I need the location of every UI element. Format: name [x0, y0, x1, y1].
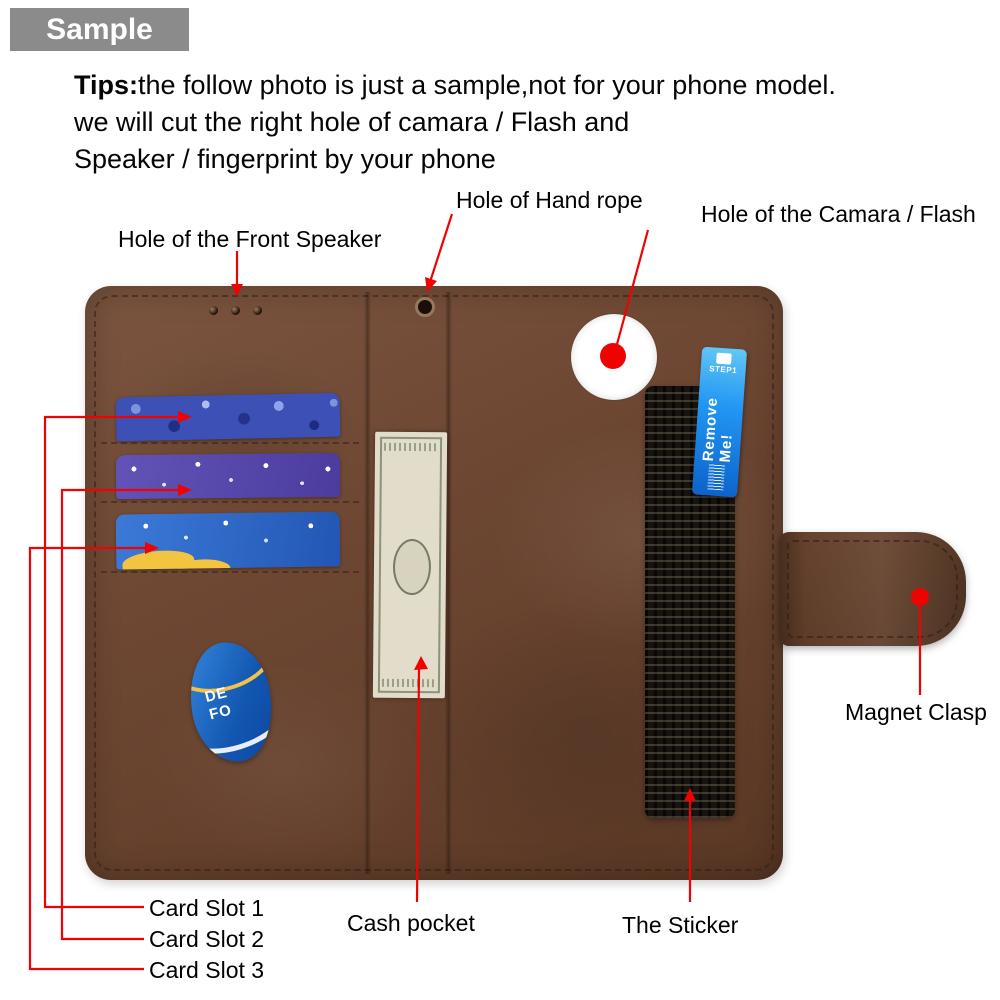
camera-flash-hole [571, 314, 657, 400]
label-camera-flash: Hole of the Camara / Flash [701, 201, 976, 227]
hand-rope-hole [415, 297, 435, 317]
magnet-clasp-flap [779, 532, 966, 646]
card-in-slot-2 [115, 452, 341, 500]
label-card-slot-2: Card Slot 2 [149, 926, 265, 952]
speaker-hole-dot [253, 306, 262, 315]
card-slot-2-stitch [101, 501, 359, 503]
dollar-bill-band [383, 442, 439, 452]
dollar-bill [372, 431, 448, 699]
spine-crease-left [364, 292, 371, 874]
remove-me-sticker-text: Remove Me! [699, 396, 736, 464]
card-slot-1-stitch [101, 442, 359, 444]
speaker-hole-dot [209, 306, 218, 315]
speaker-hole-dot [231, 306, 240, 315]
card-in-slot-1 [115, 392, 341, 442]
sample-badge: Sample [10, 8, 189, 51]
wallet-case-photo: DE FO STEP1 Remove Me! [85, 286, 783, 880]
label-card-slot-3: Card Slot 3 [149, 957, 265, 983]
tips-prefix: Tips: [74, 70, 139, 100]
dollar-bill-band [381, 678, 437, 688]
label-sticker: The Sticker [622, 912, 739, 938]
tips-line-1-text: the follow photo is just a sample,not fo… [138, 70, 836, 100]
label-card-slot-1: Card Slot 1 [149, 895, 265, 921]
label-magnet-clasp: Magnet Clasp [845, 699, 987, 725]
remove-me-sticker-icon [716, 352, 732, 365]
magnet-clasp-stitching [787, 540, 958, 638]
tips-line-3: Speaker / fingerprint by your phone [74, 144, 496, 174]
remove-me-sticker-fineprint [706, 463, 725, 491]
leader-line-hand-rope [428, 213, 454, 283]
tips-text: Tips:the follow photo is just a sample,n… [74, 67, 836, 178]
card-slot-3-stitch [101, 571, 359, 573]
spine-crease-right [445, 292, 452, 874]
label-hand-rope: Hole of Hand rope [456, 187, 643, 213]
label-front-speaker: Hole of the Front Speaker [118, 226, 382, 252]
tips-line-1: Tips:the follow photo is just a sample,n… [74, 67, 836, 104]
label-cash-pocket: Cash pocket [347, 910, 475, 936]
card-in-slot-3 [115, 511, 341, 570]
tips-line-2: we will cut the right hole of camara / F… [74, 107, 630, 137]
